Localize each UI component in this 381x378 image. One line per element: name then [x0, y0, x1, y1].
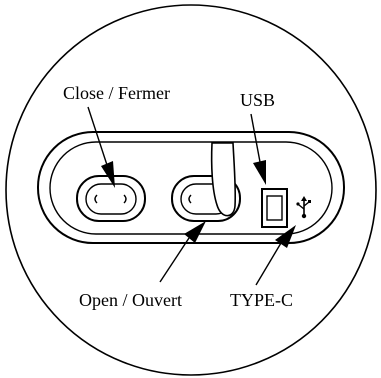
close-button[interactable]: [76, 175, 146, 222]
close-button-icon: [94, 194, 127, 204]
usb-label: USB: [240, 90, 275, 110]
close-leader: [87, 106, 115, 188]
usb-port[interactable]: [261, 188, 288, 228]
finger-icon: [210, 142, 237, 217]
type-c-leader: [255, 225, 296, 286]
open-label: Open / Ouvert: [79, 290, 182, 310]
type-c-label: TYPE-C: [230, 290, 293, 310]
usb-symbol-icon: [296, 196, 311, 219]
open-leader: [159, 221, 206, 283]
usb-leader: [250, 113, 266, 185]
close-label: Close / Fermer: [63, 83, 170, 103]
